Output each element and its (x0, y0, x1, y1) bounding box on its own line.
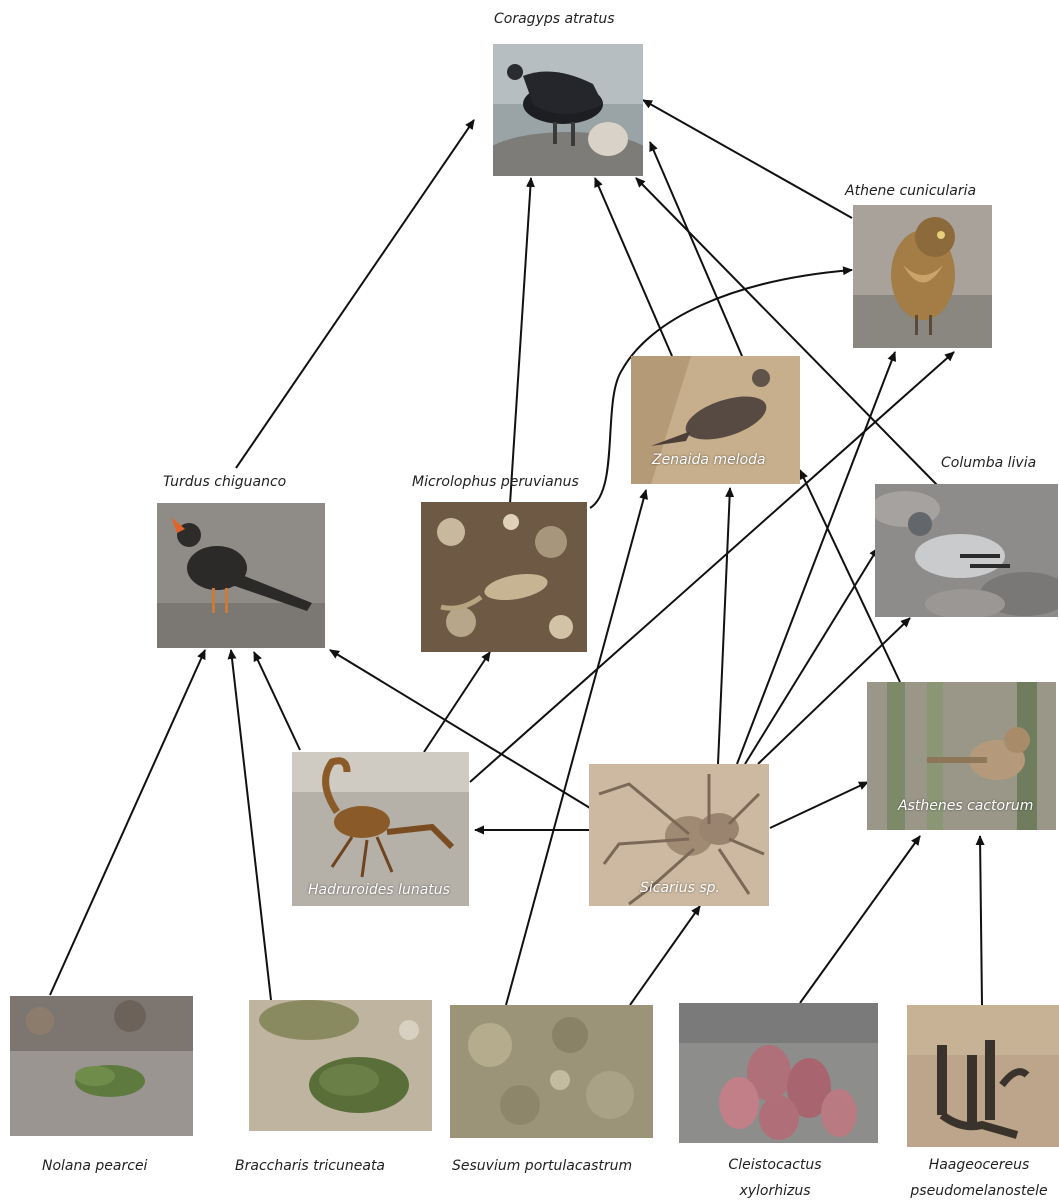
microlophus-peruvianus-label: Microlophus peruvianus (412, 474, 579, 490)
sicarius-sp-label: Sicarius sp. (640, 880, 720, 896)
hadruroides-lunatus-photo (292, 752, 469, 906)
coragyps-atratus-label: Coragyps atratus (494, 11, 615, 27)
haageocereus-label-line-1: Haageocereus (928, 1157, 1030, 1173)
arrow-braccharis-to-turdus (227, 649, 272, 1001)
arrow-sicarius-to-asthenes (769, 781, 869, 829)
arrow-sicarius-to-athene (736, 351, 896, 765)
arrow-asthenes-to-zenaida (799, 469, 901, 683)
arrow-hadruroides-to-microlophus (423, 651, 491, 753)
arrow-haageocereus-to-asthenes (975, 835, 985, 1006)
sesuvium-portulacastrum-photo (450, 1005, 653, 1138)
zenaida-meloda-label: Zenaida meloda (652, 452, 766, 468)
braccharis-tricuneata-photo (249, 1000, 432, 1131)
athene-cunicularia-label: Athene cunicularia (845, 183, 977, 199)
nolana-pearcei-label: Nolana pearcei (42, 1158, 148, 1174)
arrow-turdus-to-coragyps (235, 119, 475, 469)
sicarius-sp-photo (589, 764, 769, 906)
cleistocactus-xylorhizus-label: Cleistocactus xylorhizus (700, 1152, 850, 1200)
cleistocactus-label-line-2: xylorhizus (739, 1183, 811, 1199)
sesuvium-portulacastrum-label: Sesuvium portulacastrum (452, 1158, 633, 1174)
arrow-sesuvium-to-zenaida (505, 489, 648, 1006)
haageocereus-label-line-2: pseudomelanostele (910, 1183, 1048, 1199)
arrow-hadruroides-to-turdus (253, 651, 301, 751)
columba-livia-photo (875, 484, 1058, 617)
athene-cunicularia-photo (853, 205, 992, 348)
asthenes-cactorum-label: Asthenes cactorum (898, 798, 1034, 814)
arrow-sesuvium-to-sicarius (629, 905, 701, 1006)
turdus-chiguanco-label: Turdus chiguanco (163, 474, 287, 490)
columba-livia-label: Columba livia (941, 455, 1037, 471)
arrow-columba-to-coragyps (635, 177, 939, 487)
microlophus-peruvianus-photo (421, 502, 587, 652)
arrow-zenaida-left-to-coragyps (594, 177, 673, 357)
turdus-chiguanco-photo (157, 503, 325, 648)
nolana-pearcei-photo (10, 996, 193, 1136)
arrow-cleistocactus-to-asthenes (799, 835, 921, 1004)
arrow-microlophus-to-athene (589, 266, 853, 509)
cleistocactus-label-line-1: Cleistocactus (728, 1157, 822, 1173)
arrow-microlophus-to-coragyps (509, 177, 535, 505)
zenaida-meloda-photo (631, 356, 800, 484)
arrow-hadruroides-to-athene (469, 351, 955, 783)
arrow-sicarius-to-columba-lower (757, 617, 911, 765)
arrow-zenaida-right-to-coragyps (649, 141, 743, 357)
haageocereus-pseudomelanostele-label: Haageocereus pseudomelanostele (899, 1152, 1059, 1200)
braccharis-tricuneata-label: Braccharis tricuneata (235, 1158, 386, 1174)
arrow-sicarius-to-turdus (329, 649, 591, 809)
hadruroides-lunatus-label: Hadruroides lunatus (308, 882, 450, 898)
haageocereus-pseudomelanostele-photo (907, 1005, 1059, 1147)
coragyps-atratus-photo (493, 44, 643, 176)
cleistocactus-xylorhizus-photo (679, 1003, 878, 1143)
arrow-sicarius-to-zenaida (717, 487, 735, 765)
arrow-sicarius-to-columba (744, 547, 879, 765)
arrow-nolana-to-turdus (49, 649, 206, 996)
asthenes-cactorum-photo (867, 682, 1056, 830)
arrow-athene-to-coragyps (642, 99, 853, 219)
